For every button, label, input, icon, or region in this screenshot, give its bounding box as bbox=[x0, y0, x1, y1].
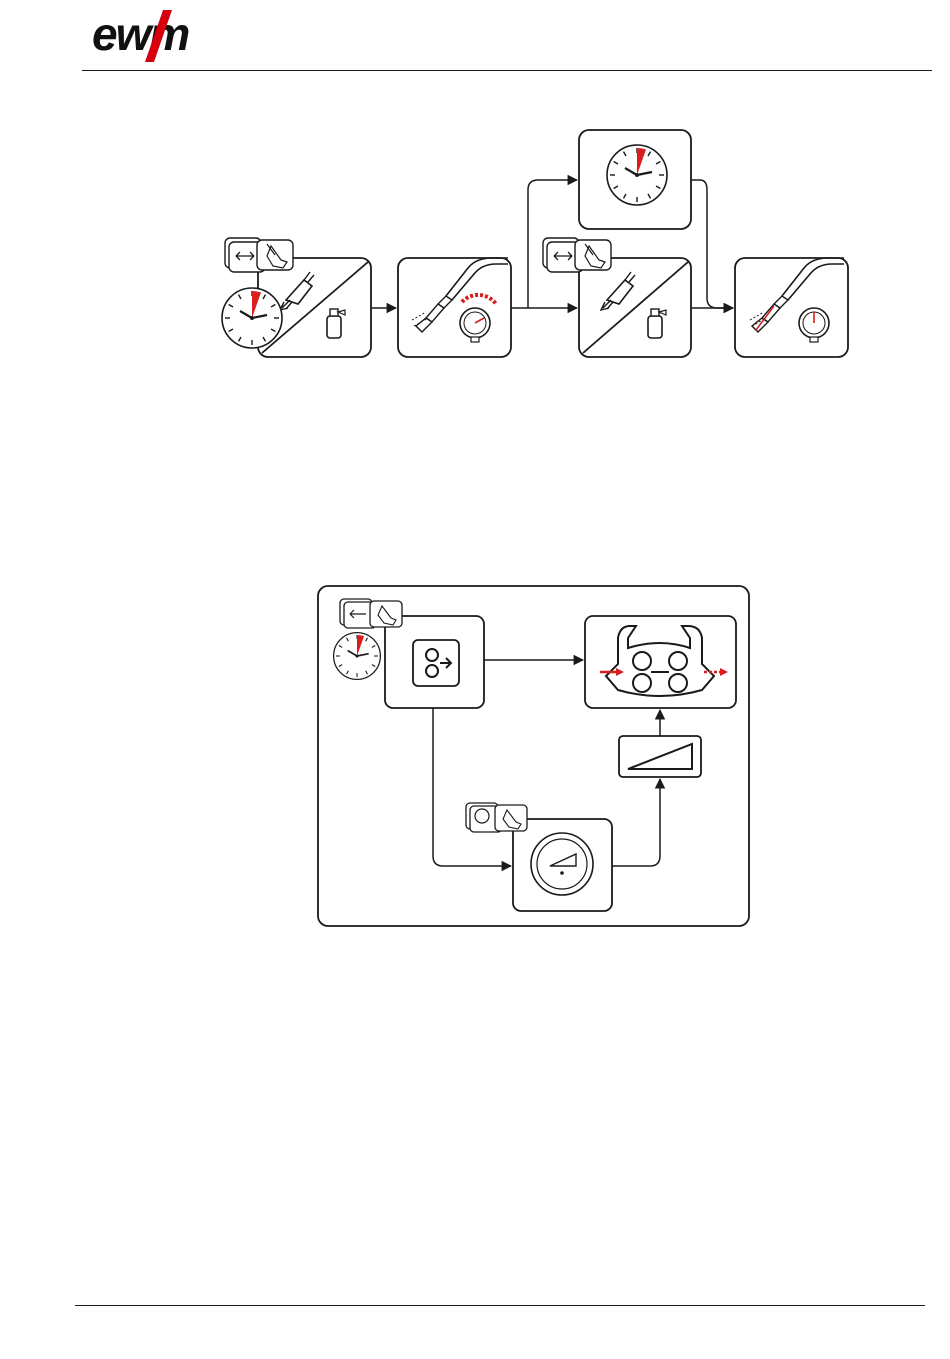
hand-press-icon bbox=[575, 240, 611, 270]
node-gas-post-control bbox=[579, 258, 691, 357]
node-wire-feed-rolls bbox=[585, 616, 736, 708]
clock-icon bbox=[607, 145, 667, 205]
node-gas-off bbox=[735, 258, 848, 357]
toggle-button-1 bbox=[225, 238, 293, 272]
arrow-key-button bbox=[340, 599, 402, 628]
node-speed-dial bbox=[513, 819, 612, 911]
node-wire-inching bbox=[385, 616, 484, 708]
knob-button bbox=[466, 803, 527, 832]
rotary-knob-icon bbox=[531, 833, 593, 895]
toggle-button-2 bbox=[543, 238, 611, 272]
node-timer bbox=[579, 130, 691, 229]
node-gas-flow bbox=[398, 258, 511, 357]
clock-icon bbox=[334, 633, 381, 680]
node-ramp bbox=[619, 736, 701, 777]
hand-press-icon bbox=[257, 240, 293, 270]
clock-icon bbox=[222, 288, 282, 348]
